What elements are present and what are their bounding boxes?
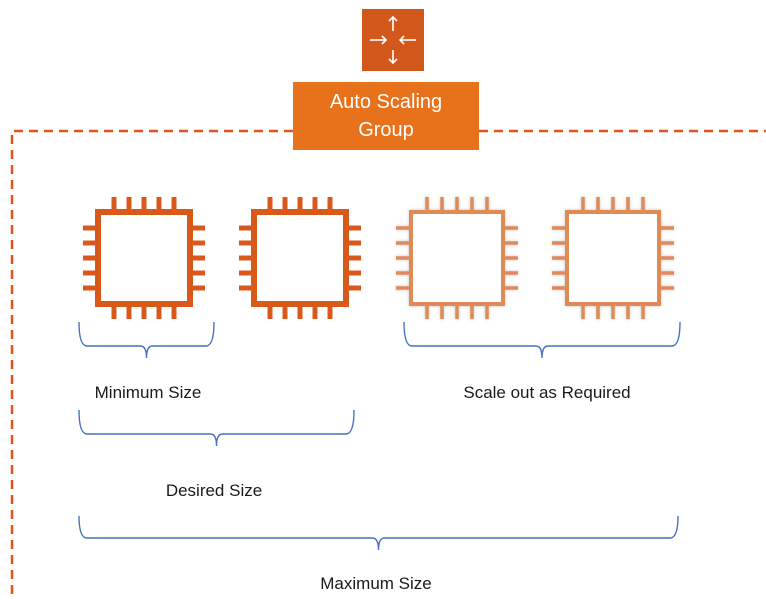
auto-scaling-group-label: Auto Scaling Group — [293, 82, 479, 150]
scale-out-brace — [403, 321, 681, 359]
instance-chips — [83, 197, 674, 319]
desired-size-brace — [78, 409, 355, 447]
maximum-size-label: Maximum Size — [320, 574, 432, 593]
group-boundary — [10, 129, 766, 600]
scale-out-label: Scale out as Required — [463, 383, 631, 402]
size-braces — [78, 321, 681, 551]
group-title-line2: Group — [358, 119, 414, 141]
ec2-instance-chip-icon — [552, 197, 674, 319]
minimum-size-brace — [78, 321, 215, 359]
ec2-instance-chip-icon — [396, 197, 518, 319]
minimum-size-label: Minimum Size — [94, 383, 202, 402]
ec2-instance-chip-icon — [83, 197, 205, 319]
maximum-size-brace — [78, 515, 679, 551]
group-title-line1: Auto Scaling — [329, 91, 443, 113]
auto-scaling-arrows-icon — [362, 9, 424, 71]
desired-size-label: Desired Size — [165, 481, 263, 500]
ec2-instance-chip-icon — [239, 197, 361, 319]
